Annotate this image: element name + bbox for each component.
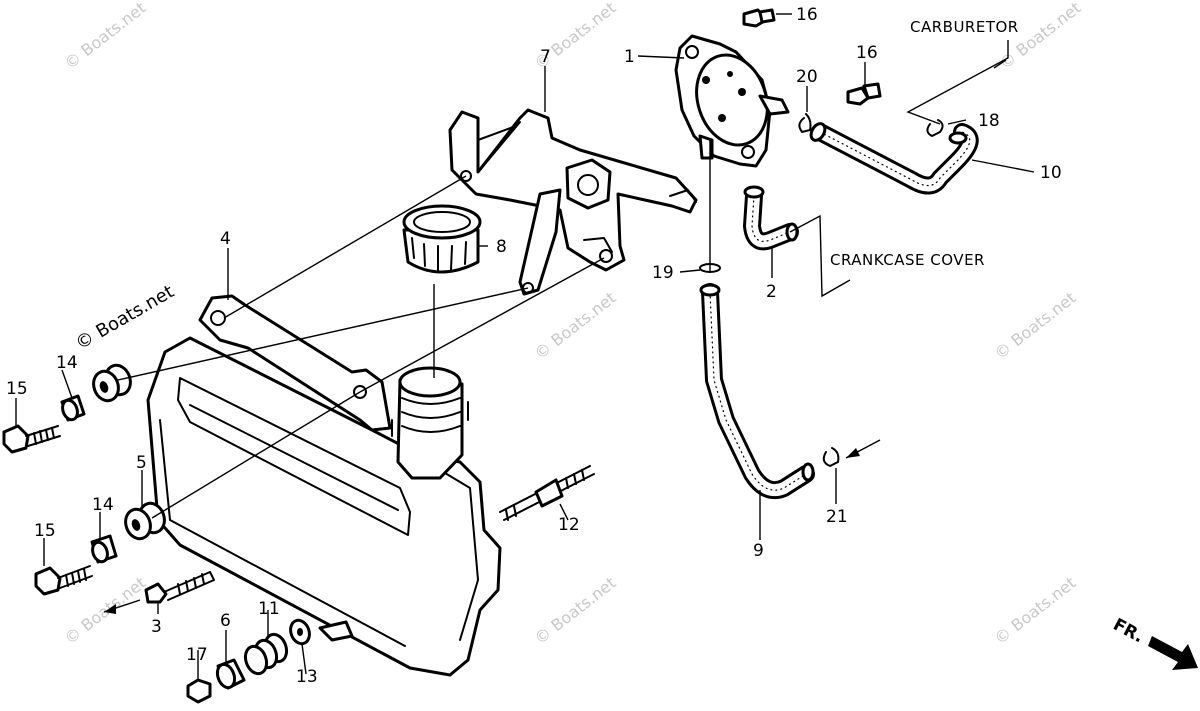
bolt-15-upper	[2, 424, 61, 454]
hose-10	[809, 122, 979, 195]
callout-13: 13	[296, 667, 318, 687]
callout-numbers: 1 2 3 4 5 6 7 8 9 10 11 12 13 14 14 15 1…	[6, 5, 1062, 687]
carburetor-label: CARBURETOR	[910, 18, 1019, 36]
callout-6: 6	[220, 611, 231, 631]
callout-4: 4	[220, 229, 231, 249]
watermark: © Boats.net	[531, 573, 620, 648]
drain-bolt-3	[144, 571, 215, 604]
callout-9: 9	[753, 541, 764, 561]
tank-bracket	[448, 108, 698, 296]
collar-14-lower	[90, 534, 118, 564]
fuel-pump	[674, 34, 790, 168]
callout-21: 21	[826, 507, 848, 527]
watermark: © Boats.net	[991, 288, 1080, 363]
callout-16-top: 16	[796, 5, 818, 25]
watermark: © Boats.net	[996, 0, 1085, 73]
bolt-16-right	[846, 82, 882, 106]
callout-10: 10	[1040, 163, 1062, 183]
front-arrow-icon	[1148, 636, 1198, 670]
crankcase-cover-label: CRANKCASE COVER	[830, 251, 985, 269]
callout-3: 3	[151, 617, 162, 637]
stud-12	[499, 465, 595, 521]
grommet-11	[243, 632, 289, 676]
drain-bolt-17	[186, 678, 212, 704]
fuel-cap	[402, 204, 482, 274]
callout-7: 7	[540, 47, 551, 67]
callout-2: 2	[766, 282, 777, 302]
callout-1: 1	[624, 47, 635, 67]
callout-11: 11	[258, 599, 280, 619]
callout-16-right: 16	[856, 43, 878, 63]
callout-15-lower: 15	[34, 521, 56, 541]
watermark: © Boats.net	[531, 288, 620, 363]
callout-17: 17	[186, 645, 208, 665]
callout-5: 5	[136, 453, 147, 473]
front-direction-indicator: FR.	[1110, 615, 1198, 670]
bolt-15-lower	[34, 565, 93, 596]
leader-lines	[15, 13, 1035, 680]
callout-8: 8	[496, 237, 507, 257]
callout-14-lower: 14	[92, 495, 114, 515]
callout-15-upper: 15	[6, 379, 28, 399]
callout-12: 12	[558, 515, 580, 535]
callout-20: 20	[796, 67, 818, 87]
watermark: © Boats.net	[991, 573, 1080, 648]
watermark: © Boats.net	[61, 0, 150, 73]
hose-2	[743, 185, 799, 251]
washer-6	[215, 658, 246, 690]
bolt-16-top	[742, 8, 776, 28]
callout-19: 19	[652, 263, 674, 283]
washer-13	[289, 618, 311, 646]
fuel-tank	[146, 294, 502, 677]
collar-14-upper	[60, 394, 86, 422]
watermark-dark: © Boats.net	[72, 281, 178, 354]
clip-20	[798, 113, 812, 133]
grommet-5-upper	[92, 363, 132, 403]
callout-18: 18	[978, 111, 1000, 131]
front-label: FR.	[1110, 615, 1147, 647]
clip-21	[822, 447, 840, 467]
clip-18	[926, 119, 944, 137]
callout-14-upper: 14	[56, 353, 78, 373]
hose-9	[699, 283, 815, 500]
